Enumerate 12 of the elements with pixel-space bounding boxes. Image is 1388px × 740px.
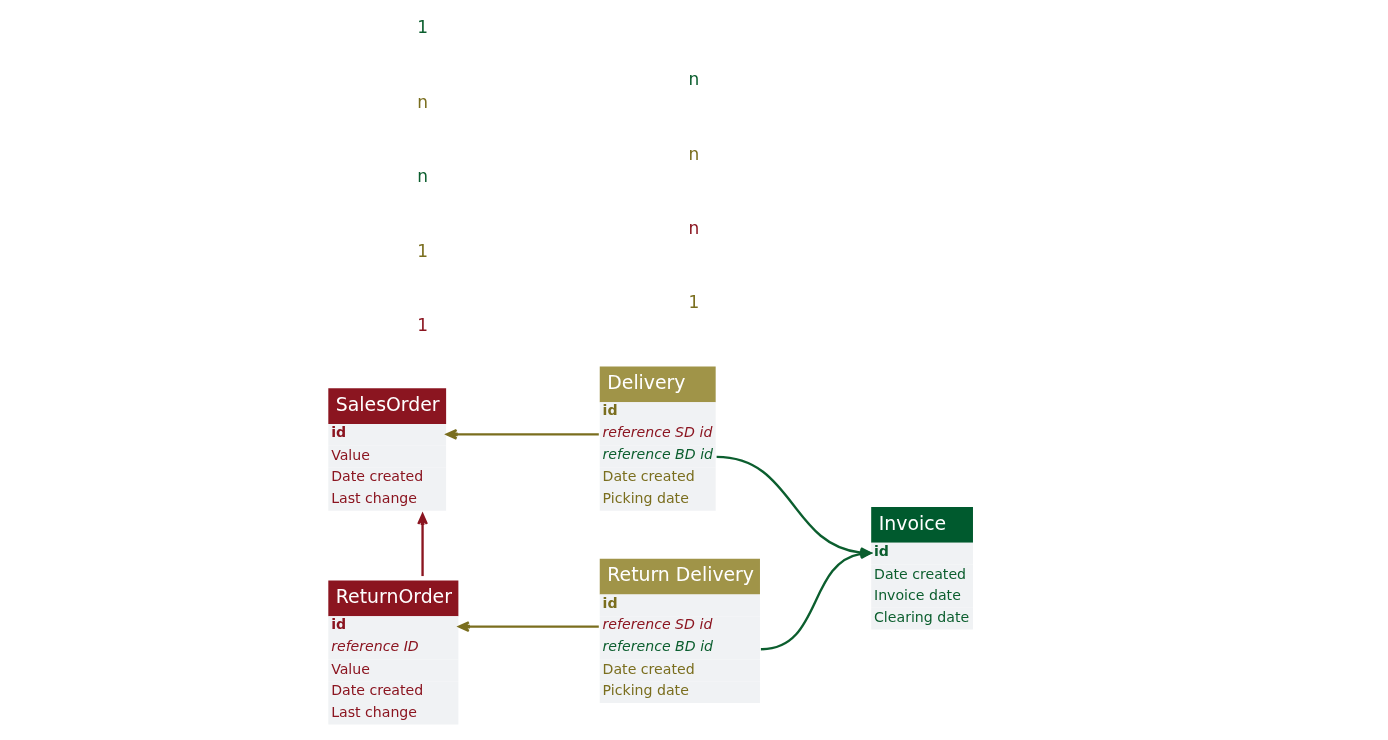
arrow [458, 621, 599, 632]
label: n [417, 91, 428, 112]
label: 1 [417, 17, 428, 38]
arrow [445, 428, 599, 440]
label: n [688, 217, 700, 238]
label: n [688, 143, 700, 164]
arrow [417, 513, 428, 577]
label: 1 [417, 315, 428, 336]
label: 1 [417, 240, 428, 261]
label: 1 [688, 292, 700, 313]
label: n [688, 69, 700, 90]
label: n [417, 166, 428, 187]
